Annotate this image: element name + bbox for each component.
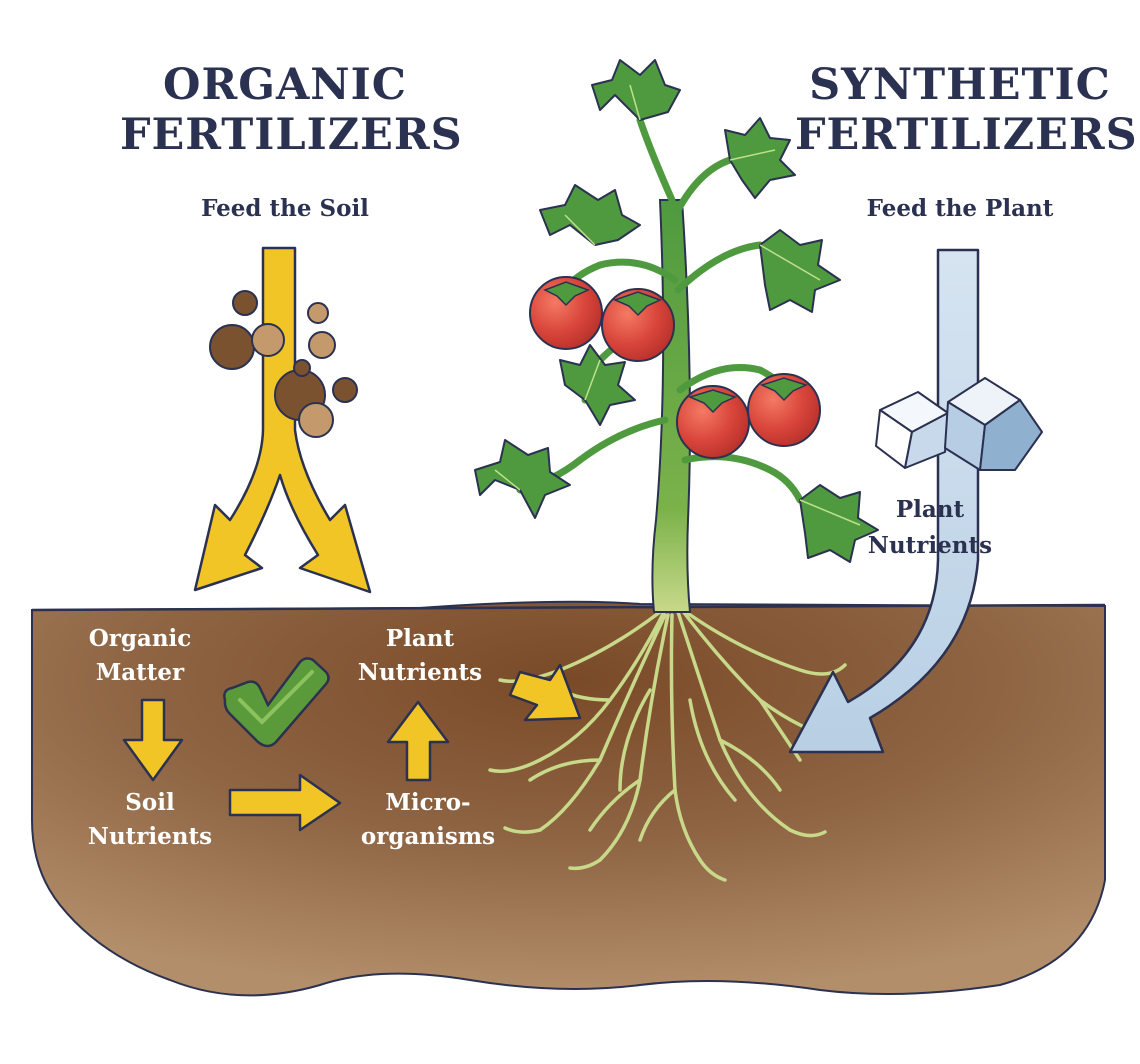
synthetic-plant-nutrients-label: Plant Nutrients bbox=[860, 492, 1000, 564]
arrow-matter-to-soil-nutrients bbox=[122, 698, 184, 782]
check-icon bbox=[223, 657, 330, 748]
synthetic-title-line1: SYNTHETIC bbox=[809, 60, 1111, 110]
synthetic-nutrients-line1: Plant bbox=[895, 496, 965, 523]
synthetic-nutrients-line2: Nutrients bbox=[867, 532, 993, 559]
tomato-calyxes bbox=[543, 281, 809, 414]
soil-plant-nutrients-label: Plant Nutrients bbox=[340, 622, 500, 690]
synthetic-subtitle: Feed the Plant bbox=[866, 195, 1054, 222]
synthetic-title-line2: FERTILIZERS bbox=[795, 110, 1138, 160]
plant-leaves bbox=[474, 59, 879, 563]
tomatoes bbox=[529, 276, 821, 459]
leaf-veins bbox=[494, 84, 861, 526]
soil-cycle-arrows bbox=[122, 663, 582, 832]
microorganisms-label: Micro- organisms bbox=[348, 786, 508, 854]
organic-matter-blobs bbox=[209, 290, 358, 438]
organic-subtitle: Feed the Soil bbox=[201, 195, 369, 222]
synthetic-title: SYNTHETIC FERTILIZERS bbox=[795, 60, 1138, 160]
organic-title-line2: FERTILIZERS bbox=[120, 110, 463, 160]
arrow-microorganisms-to-nutrients bbox=[386, 700, 450, 782]
synthetic-granule-cubes bbox=[875, 377, 1043, 471]
soil-plant-nutrients-line1: Plant bbox=[385, 625, 455, 652]
soil-nutrients-line1: Soil bbox=[125, 789, 175, 816]
organic-fertilizer-arrow bbox=[193, 246, 372, 594]
organic-title: ORGANIC FERTILIZERS bbox=[120, 60, 463, 160]
organic-matter-line2: Matter bbox=[95, 659, 185, 686]
organic-matter-label: Organic Matter bbox=[70, 622, 210, 690]
soil-nutrients-line2: Nutrients bbox=[87, 823, 213, 850]
microorganisms-line2: organisms bbox=[360, 823, 496, 850]
plant-stem bbox=[651, 199, 692, 613]
organic-title-line1: ORGANIC bbox=[163, 60, 407, 110]
soil-nutrients-label: Soil Nutrients bbox=[70, 786, 230, 854]
synthetic-fertilizer-arrow bbox=[788, 248, 980, 754]
organic-matter-line1: Organic bbox=[88, 625, 192, 652]
arrow-nutrients-to-roots bbox=[508, 663, 582, 722]
microorganisms-line1: Micro- bbox=[385, 789, 471, 816]
soil-plant-nutrients-line2: Nutrients bbox=[357, 659, 483, 686]
arrow-soil-to-microorganisms bbox=[228, 773, 342, 832]
